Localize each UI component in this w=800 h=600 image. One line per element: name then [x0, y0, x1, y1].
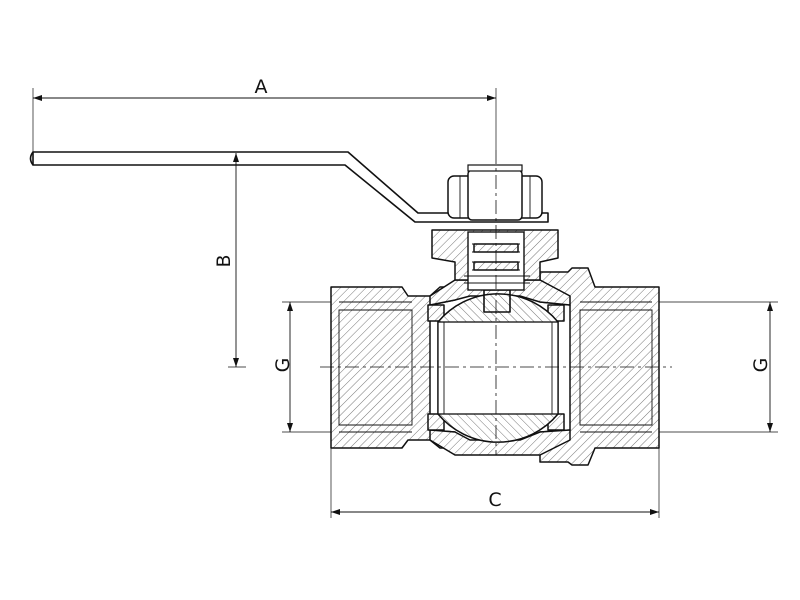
- hex-nut: [447, 164, 543, 221]
- dimension-g-right: G: [652, 301, 778, 433]
- dimension-a: A: [32, 76, 497, 152]
- valve-handle: [29, 151, 549, 223]
- valve-ball: [437, 289, 559, 443]
- center-lines: [320, 150, 672, 455]
- dimension-a-label: A: [255, 76, 268, 98]
- dimension-b-label: B: [213, 254, 235, 267]
- dimension-c-label: C: [488, 489, 501, 511]
- valve-stem: [464, 231, 530, 291]
- dimension-g-right-label: G: [750, 358, 772, 373]
- valve-bore: [338, 301, 653, 433]
- dimension-g-left-label: G: [272, 358, 294, 373]
- dimension-b: B: [213, 153, 246, 368]
